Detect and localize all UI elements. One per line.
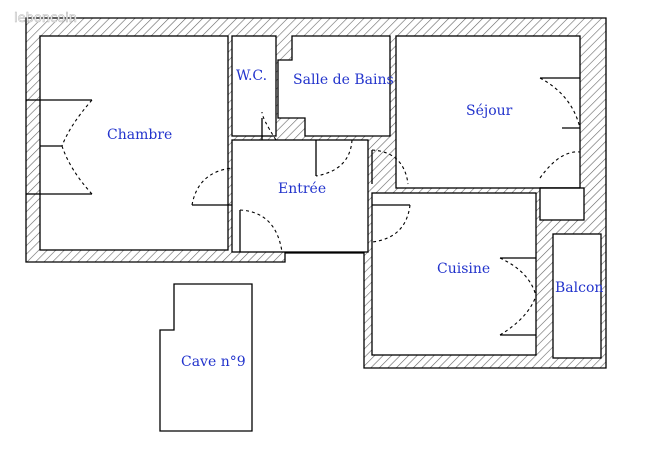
room-sejour <box>395 35 581 189</box>
room-balcon <box>552 233 602 359</box>
door-sdb-swing <box>315 139 353 177</box>
label-cuisine: Cuisine <box>437 261 490 277</box>
label-salle-de-bains: Salle de Bains <box>293 72 394 88</box>
room-cuisine <box>371 192 537 356</box>
door-entree-swing <box>239 209 283 253</box>
balcon-door-swing <box>499 257 537 297</box>
room-entree <box>231 139 369 253</box>
label-chambre: Chambre <box>107 127 172 143</box>
door-sejour-swing <box>371 149 409 185</box>
balcon-door-swing-2 <box>499 295 537 336</box>
watermark-logo: leboncoin <box>14 11 77 26</box>
label-entree: Entrée <box>278 181 326 197</box>
room-salle-de-bains <box>277 35 391 137</box>
room-cave <box>159 283 253 432</box>
window-chambre-swing <box>61 99 93 147</box>
room-wc <box>231 35 277 137</box>
label-cave: Cave n°9 <box>181 354 246 370</box>
window-chambre-swing-2 <box>61 145 93 195</box>
label-balcon: Balcon <box>555 280 603 296</box>
door-wc-swing <box>261 111 277 141</box>
room-chambre <box>39 35 229 251</box>
sejour-window-swing <box>539 77 581 129</box>
label-sejour: Séjour <box>466 103 513 119</box>
room-sejour-alcove <box>539 187 585 221</box>
label-wc: W.C. <box>236 68 267 84</box>
